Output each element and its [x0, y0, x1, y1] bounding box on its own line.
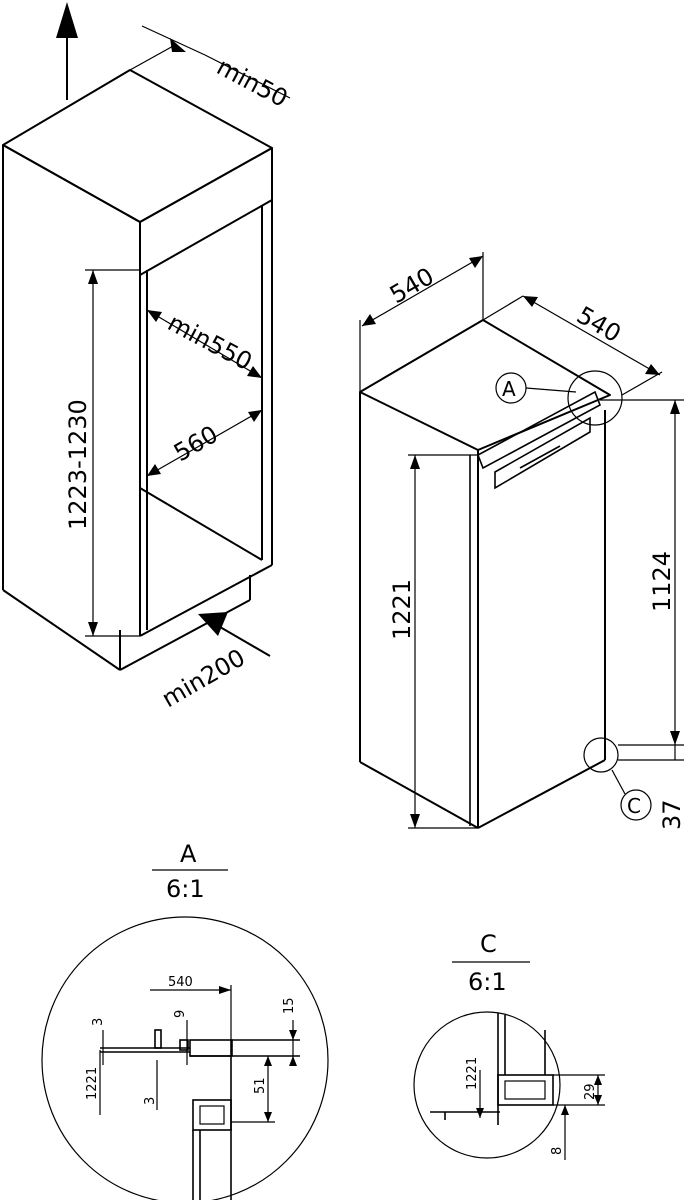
niche-top-face	[2, 69, 273, 223]
appliance-door-bottom-label: 37	[658, 799, 684, 830]
depth-dim-line	[522, 295, 661, 376]
depth-dim-line	[146, 309, 263, 379]
detail-c-8-label: 8	[550, 1147, 565, 1155]
appliance-bottom-front	[477, 759, 606, 829]
vent-up-arrowhead	[56, 2, 78, 38]
detail-a-15-arrow-bottom	[289, 1056, 297, 1066]
appliance-depth-label: 540	[572, 301, 626, 348]
appliance-drawing: A C 540 540 1221 1124	[359, 252, 684, 830]
detail-a-pin-1	[154, 1029, 162, 1049]
detail-c-hinge-inner	[504, 1080, 546, 1100]
height-arrow-bottom	[410, 814, 420, 828]
niche-plinth-bottom	[119, 599, 251, 671]
detail-a-scale: 6:1	[166, 875, 205, 903]
niche-drawing: min50 min550 560 1223-1230 min200	[2, 2, 292, 713]
detail-a-hinge-block	[192, 1099, 232, 1131]
width-arrow-start	[147, 464, 161, 476]
width-dim-line	[361, 255, 484, 327]
detail-c-29-arrow-top	[594, 1075, 602, 1085]
detail-a-9-label: 9	[173, 1010, 188, 1018]
depth-ext-left	[482, 295, 524, 321]
niche-width-label: 560	[169, 420, 223, 467]
niche-top-gap-label: min50	[212, 53, 292, 113]
callout-a-label: A	[502, 377, 516, 401]
top-bracket	[477, 390, 601, 470]
hinge-slot	[519, 445, 561, 469]
detail-a-top-block	[189, 1039, 233, 1057]
callout-a-circle	[567, 370, 623, 426]
detail-a-pin-2	[179, 1039, 189, 1051]
detail-c-scale: 6:1	[468, 968, 507, 996]
width-dim-line	[146, 409, 263, 477]
detail-a-hinge-inner	[199, 1105, 225, 1125]
detail-a-51-arrow-bottom	[264, 1112, 272, 1122]
niche-depth-label: min550	[163, 309, 257, 376]
detail-c-title: C	[480, 930, 497, 958]
callout-c-label: C	[627, 794, 641, 818]
width-arrow-end	[469, 256, 483, 268]
niche-top-frame	[139, 147, 273, 276]
detail-a-51-arrow-top	[264, 1056, 272, 1066]
detail-c: C 6:1 1221 29 8	[413, 930, 605, 1160]
detail-a-540-arrow	[219, 986, 231, 994]
callout-c-leader	[611, 769, 626, 795]
detail-c-circle	[413, 1011, 561, 1159]
detail-a-title: A	[180, 840, 197, 868]
width-arrow-start	[362, 314, 376, 326]
hinge-plate	[494, 416, 591, 490]
detail-a-15-arrow-top	[289, 1030, 297, 1040]
gap-dim-line	[129, 44, 176, 71]
depth-arrow-end	[247, 366, 262, 378]
detail-a-circle	[41, 916, 329, 1200]
appliance-door-top-label: 1124	[648, 551, 676, 612]
gap-arrow	[170, 38, 186, 52]
detail-a-1221-label: 1221	[85, 1067, 100, 1100]
detail-a-540-label: 540	[168, 975, 193, 990]
detail-c-29-arrow-bottom	[594, 1095, 602, 1105]
detail-c-hinge-block	[497, 1074, 554, 1106]
detail-c-8-arrow	[561, 1105, 569, 1115]
depth-arrow-start	[523, 296, 538, 307]
callout-a-leader	[525, 387, 577, 393]
appliance-height-label: 1221	[388, 579, 416, 640]
depth-ext-right	[621, 371, 663, 396]
gap-dim-ext	[141, 25, 206, 56]
width-arrow-end	[248, 410, 262, 422]
callout-c-circle	[583, 737, 619, 773]
detail-a-51-label: 51	[253, 1077, 268, 1094]
niche-front-bottom-edge	[139, 564, 273, 637]
detail-a-3-bottom-label: 3	[143, 1097, 158, 1105]
door-arrow-top	[670, 400, 680, 414]
detail-a: A 6:1 540 9 15 3 12	[41, 840, 329, 1200]
depth-arrow-end	[645, 364, 660, 375]
detail-c-29-label: 29	[583, 1083, 598, 1100]
appliance-top-face	[359, 319, 611, 451]
detail-c-1221-arrow	[476, 1108, 484, 1118]
appliance-bottom-left	[359, 761, 479, 829]
vent-bottom-arrowhead	[198, 612, 228, 636]
gap-leader	[204, 54, 291, 99]
detail-a-15-label: 15	[282, 997, 297, 1014]
appliance-width-label: 540	[385, 262, 439, 309]
niche-top-edge	[2, 144, 141, 223]
height-arrow-top	[88, 270, 98, 284]
niche-height-label: 1223-1230	[64, 399, 92, 530]
niche-bottom-left-edge	[2, 589, 121, 671]
callout-c-bubble	[620, 789, 652, 821]
niche-bottom-vent-label: min200	[157, 643, 250, 713]
height-arrow-bottom	[88, 622, 98, 636]
height-arrow-top	[410, 455, 420, 469]
door-arrow-bottom	[670, 731, 680, 745]
niche-floor-line	[139, 487, 263, 561]
detail-c-1221-label: 1221	[465, 1057, 480, 1090]
depth-arrow-start	[147, 310, 162, 322]
detail-a-3-top-label: 3	[91, 1018, 106, 1026]
